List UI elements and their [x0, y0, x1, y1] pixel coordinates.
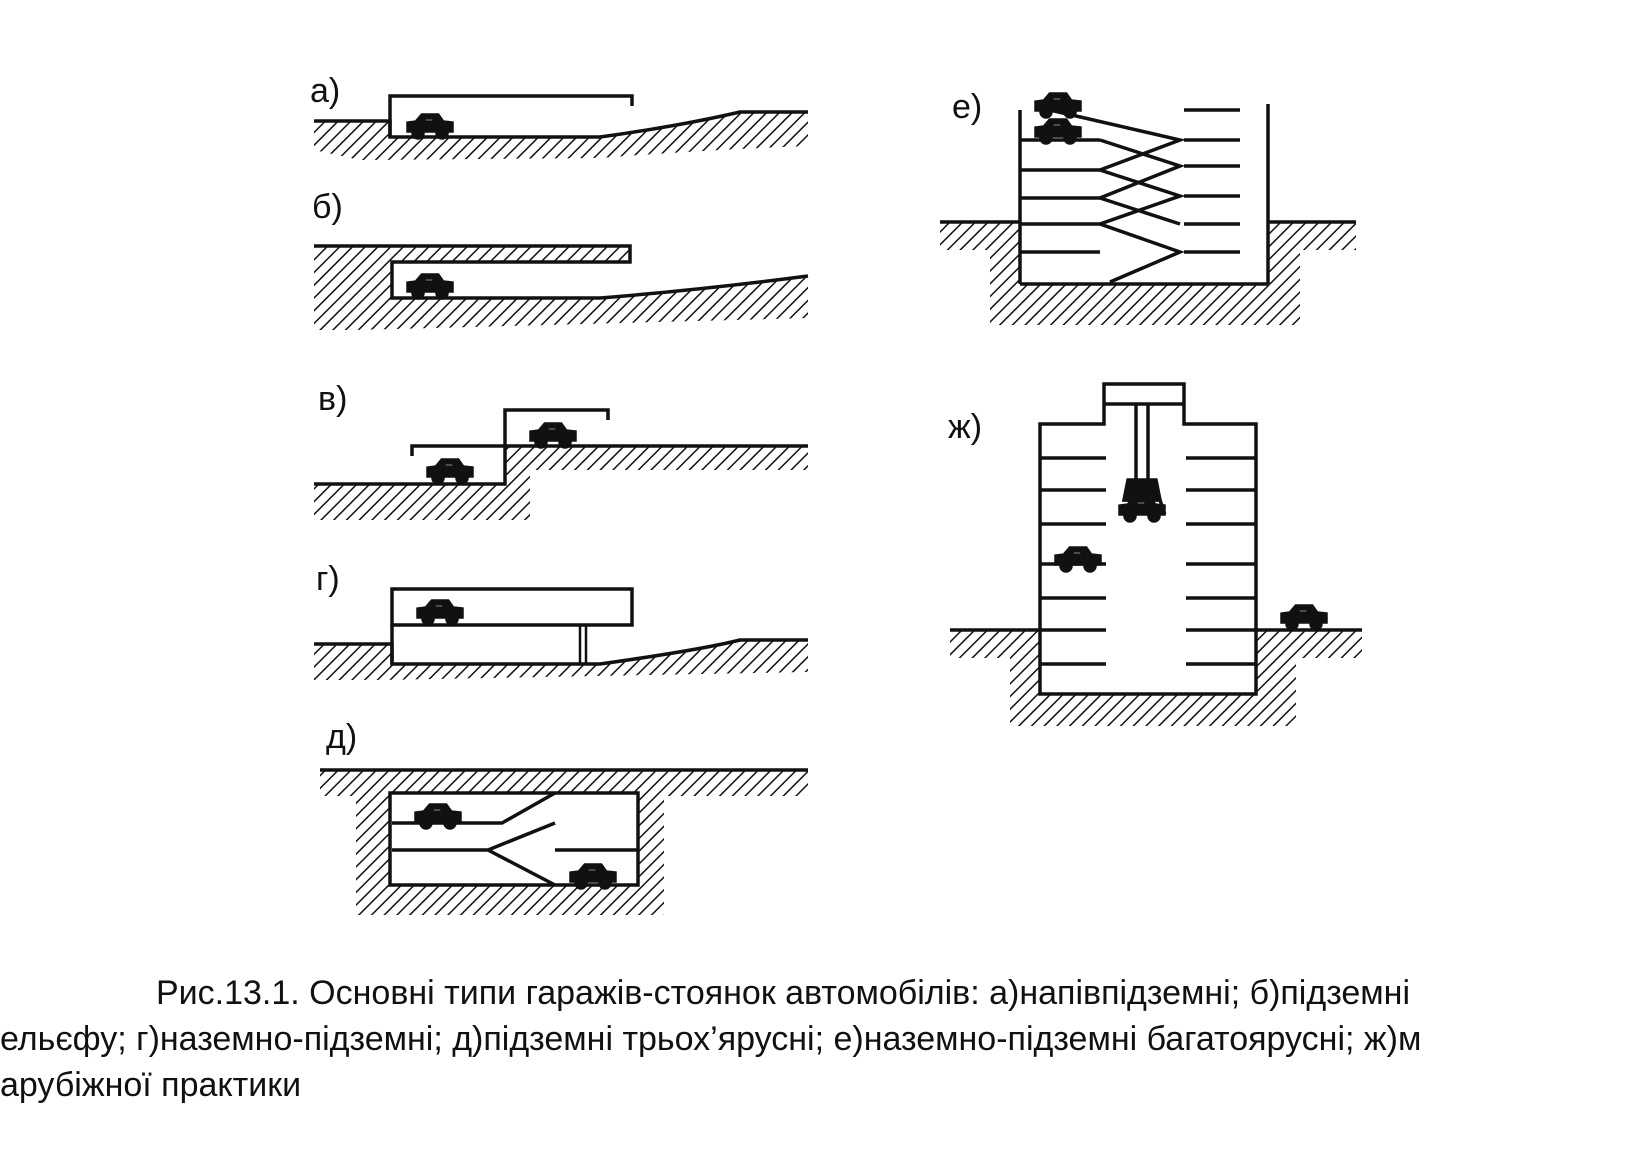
car-icon — [426, 458, 474, 485]
caption-line-3: арубіжної практики — [0, 1066, 302, 1104]
garage-roof — [388, 94, 634, 137]
label-a: а) — [310, 72, 341, 110]
label-g: г) — [316, 560, 340, 598]
label-zh: ж) — [948, 408, 983, 446]
label-v: в) — [318, 380, 348, 418]
car-icon — [1054, 546, 1102, 573]
panel-a-semi-underground — [314, 94, 808, 160]
building-outline — [1038, 382, 1258, 696]
ground-hatch — [940, 222, 1356, 325]
car-icon — [416, 599, 464, 626]
panel-g-ground-underground — [314, 587, 808, 680]
car-icon — [406, 273, 454, 300]
lift-mechanism — [1118, 404, 1167, 523]
caption-line-1: Рис.13.1. Основні типи гаражів-стоянок а… — [156, 974, 1411, 1012]
panel-v-on-relief — [314, 408, 808, 520]
label-d: д) — [326, 718, 358, 756]
panel-b-underground — [314, 244, 809, 330]
ground-line — [314, 638, 808, 666]
ground-line — [314, 110, 808, 139]
ramp — [392, 791, 638, 887]
ground-hatch — [314, 246, 808, 330]
panel-e-multi-tier — [940, 92, 1356, 325]
ground-hatch — [950, 630, 1362, 726]
tiers — [1020, 108, 1240, 254]
car-icon — [1280, 604, 1328, 631]
upper-roof — [503, 408, 610, 446]
ground-line — [314, 444, 808, 486]
label-e: е) — [952, 88, 983, 126]
panel-zh-mechanized — [950, 382, 1362, 726]
car-icon — [529, 422, 577, 449]
ground-hatch — [314, 446, 808, 520]
ground-line — [314, 244, 809, 300]
ground-hatch — [314, 640, 808, 680]
panel-d-underground-three-tier — [320, 768, 808, 915]
caption-line-2: ельєфу; г)наземно-підземні; д)підземні т… — [0, 1020, 1422, 1058]
car-icon — [406, 113, 454, 140]
garage-box — [390, 587, 634, 627]
ramp — [1049, 108, 1187, 284]
label-b: б) — [312, 188, 343, 226]
lower-roof — [410, 444, 505, 456]
